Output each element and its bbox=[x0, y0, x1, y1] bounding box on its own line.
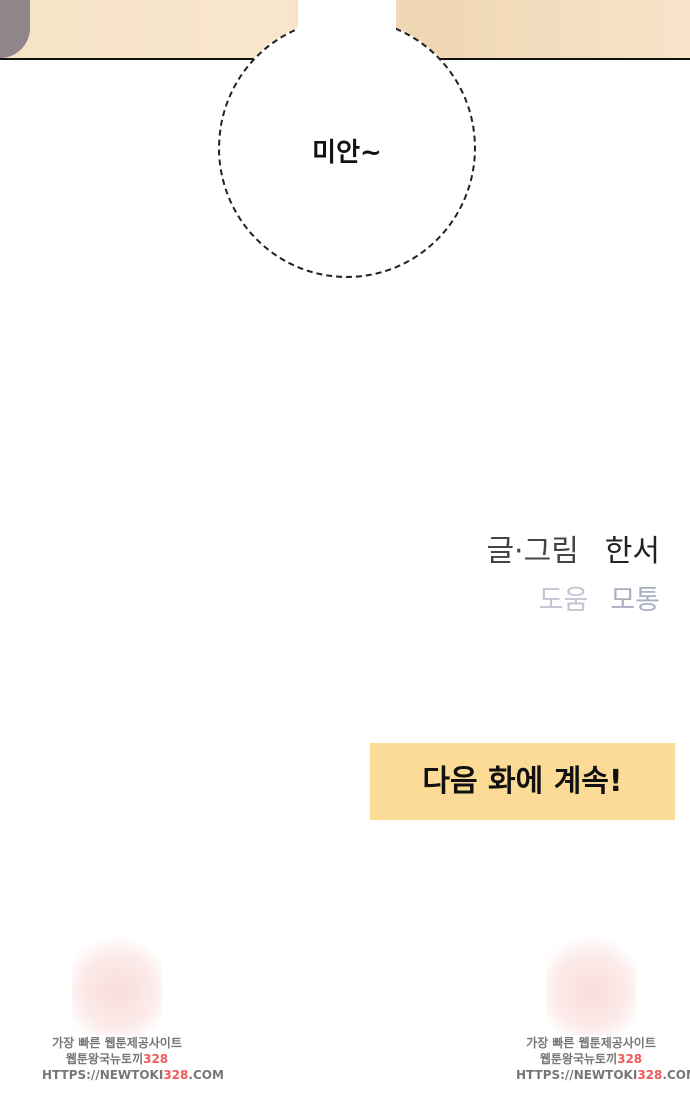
wm-l3b: 328 bbox=[637, 1068, 663, 1082]
watermark-line1: 가장 빠른 웹툰제공사이트 bbox=[526, 1036, 656, 1050]
to-be-continued-banner: 다음 화에 계속! bbox=[370, 743, 675, 820]
wm-l2b: 328 bbox=[143, 1052, 169, 1066]
bubble-text: 미안~ bbox=[312, 138, 382, 168]
wm-l2a: 웹툰왕국뉴토끼 bbox=[65, 1052, 144, 1066]
bubble-ears bbox=[298, 0, 396, 32]
character-shadow bbox=[0, 0, 30, 58]
watermark-line2: 웹툰왕국뉴토끼328 bbox=[516, 1051, 666, 1067]
speech-bubble: 미안~ bbox=[218, 18, 476, 278]
credit-assist-label: 도움 bbox=[538, 585, 589, 616]
mascot-image bbox=[72, 925, 162, 1035]
watermark-line3: HTTPS://NEWTOKI328.COM bbox=[516, 1067, 690, 1083]
credit-story: 글·그림 한서 bbox=[486, 526, 660, 570]
wm-l3c: .COM bbox=[188, 1068, 224, 1082]
wm-l3a: HTTPS://NEWTOKI bbox=[516, 1068, 638, 1082]
mascot-image bbox=[546, 925, 636, 1035]
credit-story-name: 한서 bbox=[604, 534, 660, 569]
credit-assist: 도움 모통 bbox=[539, 578, 660, 617]
watermark-line3: HTTPS://NEWTOKI328.COM bbox=[42, 1067, 224, 1083]
credit-assist-name: 모통 bbox=[610, 585, 660, 616]
wm-l3b: 328 bbox=[163, 1068, 189, 1082]
watermark-line2: 웹툰왕국뉴토끼328 bbox=[42, 1051, 192, 1067]
watermark-left: 가장 빠른 웹툰제공사이트 웹툰왕국뉴토끼328 HTTPS://NEWTOKI… bbox=[42, 925, 224, 1083]
watermark-line1: 가장 빠른 웹툰제공사이트 bbox=[52, 1036, 182, 1050]
watermark-right: 가장 빠른 웹툰제공사이트 웹툰왕국뉴토끼328 HTTPS://NEWTOKI… bbox=[516, 925, 690, 1083]
wm-l2a: 웹툰왕국뉴토끼 bbox=[539, 1052, 618, 1066]
wm-l3c: .COM bbox=[662, 1068, 690, 1082]
wm-l2b: 328 bbox=[617, 1052, 643, 1066]
wm-l3a: HTTPS://NEWTOKI bbox=[42, 1068, 164, 1082]
credit-story-label: 글·그림 bbox=[486, 534, 579, 569]
